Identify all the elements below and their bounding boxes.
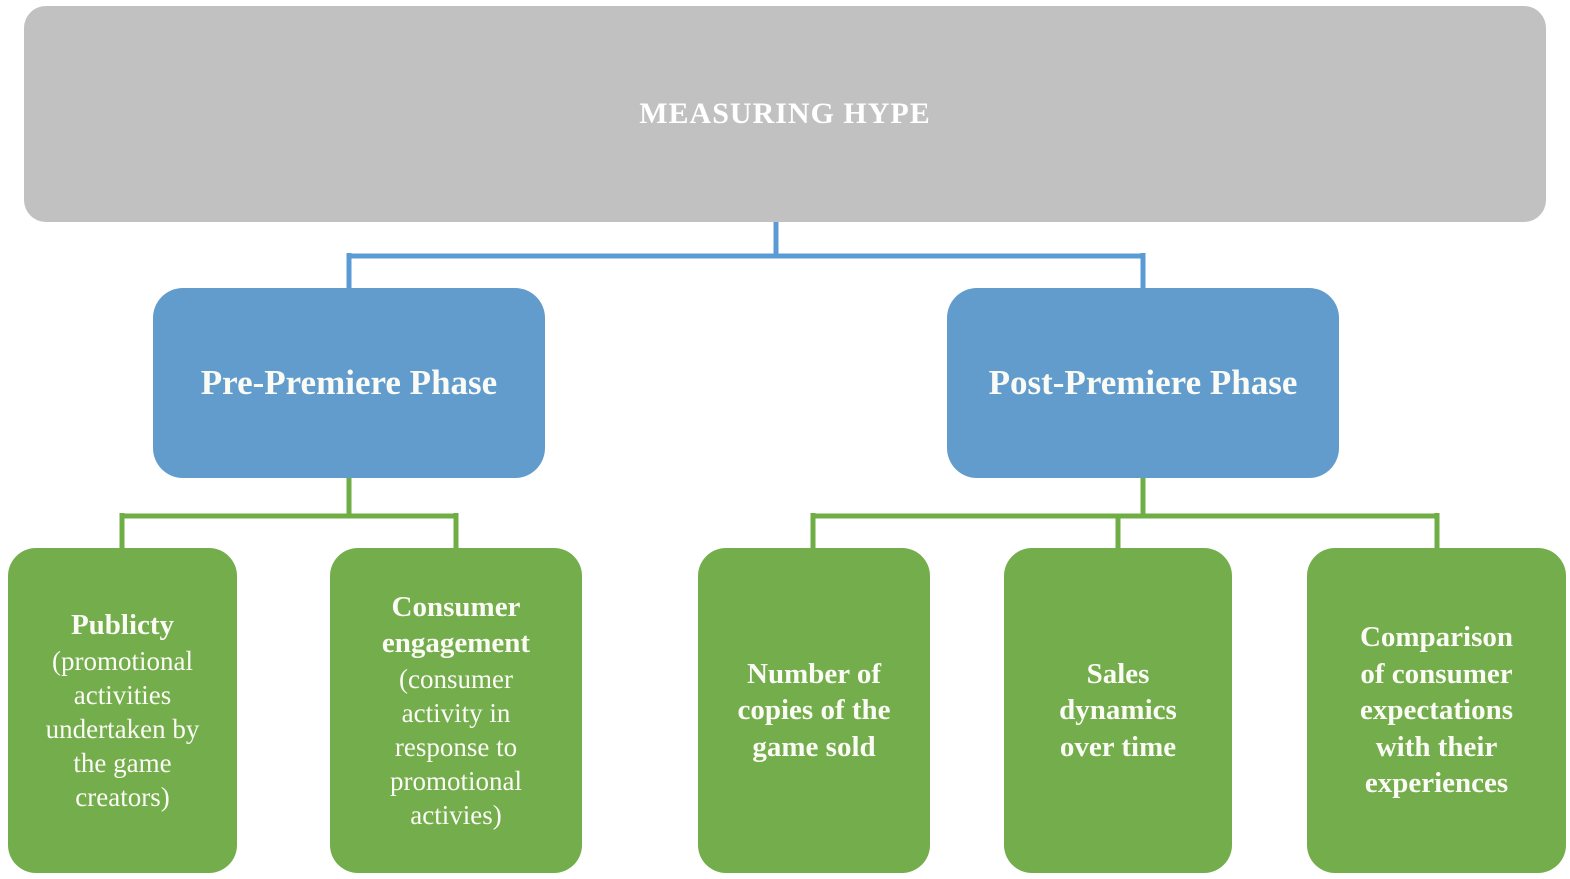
metric-node-expectations-comparison: Comparison of consumer expectations with… [1307,548,1566,873]
diagram-title: MEASURING HYPE [639,97,931,130]
metric-heading: Number of copies of the game sold [737,657,891,763]
connector-root-to-phases [346,222,1146,290]
phase-label: Pre-Premiere Phase [200,363,498,402]
metric-heading: Consumer engagement [381,590,531,660]
metric-detail: (consumer activity in response to promot… [390,663,522,831]
connector-pre-to-metrics [119,478,459,550]
phase-label: Post-Premiere Phase [988,363,1298,402]
connector-post-to-metrics [810,478,1440,550]
metric-heading: Sales dynamics over time [1059,657,1177,763]
phase-node-pre-premiere: Pre-Premiere Phase [153,288,545,478]
phase-node-post-premiere: Post-Premiere Phase [947,288,1339,478]
metric-heading: Publicty [70,609,175,642]
metric-detail: (promotional activities undertaken by th… [45,645,200,812]
metric-node-sales-dynamics: Sales dynamics over time [1004,548,1232,873]
metric-node-consumer-engagement: Consumer engagement (consumer activity i… [330,548,582,873]
root-node-measuring-hype: MEASURING HYPE [24,6,1546,222]
metric-node-copies-sold: Number of copies of the game sold [698,548,930,873]
metric-heading: Comparison of consumer expectations with… [1359,621,1514,800]
metric-node-publicity: Publicty (promotional activities underta… [8,548,237,873]
